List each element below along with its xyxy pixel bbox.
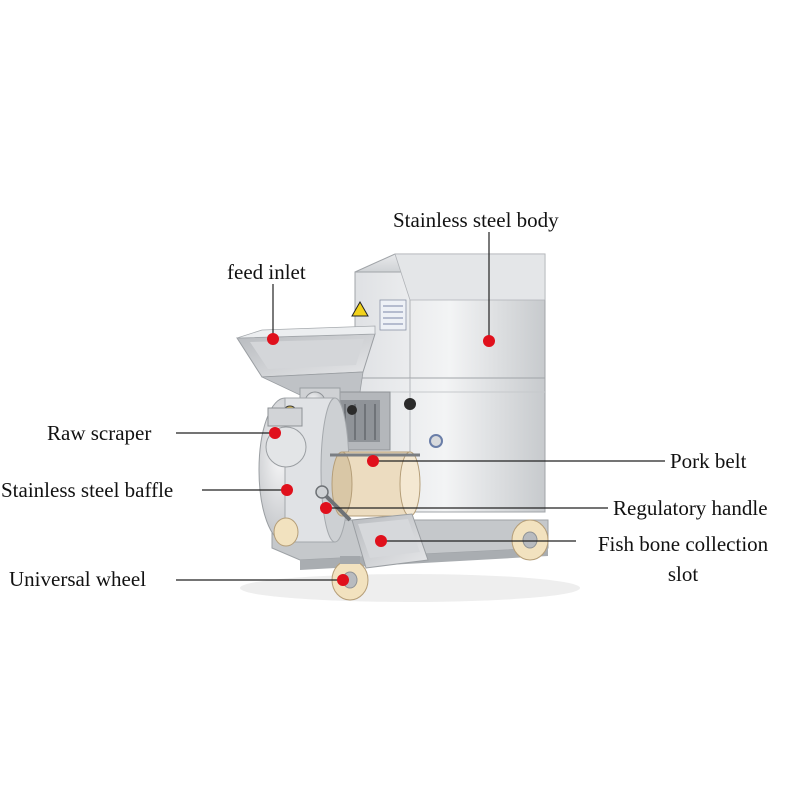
- label-fish-bone-collection-slot: Fish bone collection slot: [597, 532, 769, 586]
- label-raw-scraper: Raw scraper: [47, 421, 152, 445]
- marker-feed: [267, 333, 279, 345]
- marker-raw: [269, 427, 281, 439]
- marker-handle: [320, 502, 332, 514]
- marker-body: [483, 335, 495, 347]
- regulatory-handle: [315, 485, 352, 522]
- label-stainless-steel-baffle: Stainless steel baffle: [1, 478, 174, 502]
- marker-baffle: [281, 484, 293, 496]
- label-regulatory-handle: Regulatory handle: [613, 496, 768, 520]
- label-universal-wheel: Universal wheel: [9, 567, 147, 591]
- label-feed-inlet: feed inlet: [227, 260, 306, 284]
- power-switch: [429, 434, 443, 448]
- wheel-right: [511, 519, 549, 561]
- markers: [267, 333, 495, 586]
- info-plate: [379, 299, 407, 331]
- marker-pork: [367, 455, 379, 467]
- warning-sticker-icon: [351, 300, 369, 317]
- label-pork-belt: Pork belt: [670, 449, 747, 473]
- wheel-rear-left: [273, 517, 299, 547]
- label-stainless-steel-body: Stainless steel body: [393, 208, 559, 232]
- feed-inlet-hopper: [236, 325, 376, 396]
- marker-wheel: [337, 574, 349, 586]
- floor-shadow: [240, 574, 580, 602]
- marker-slot: [375, 535, 387, 547]
- leader-lines: [176, 232, 665, 581]
